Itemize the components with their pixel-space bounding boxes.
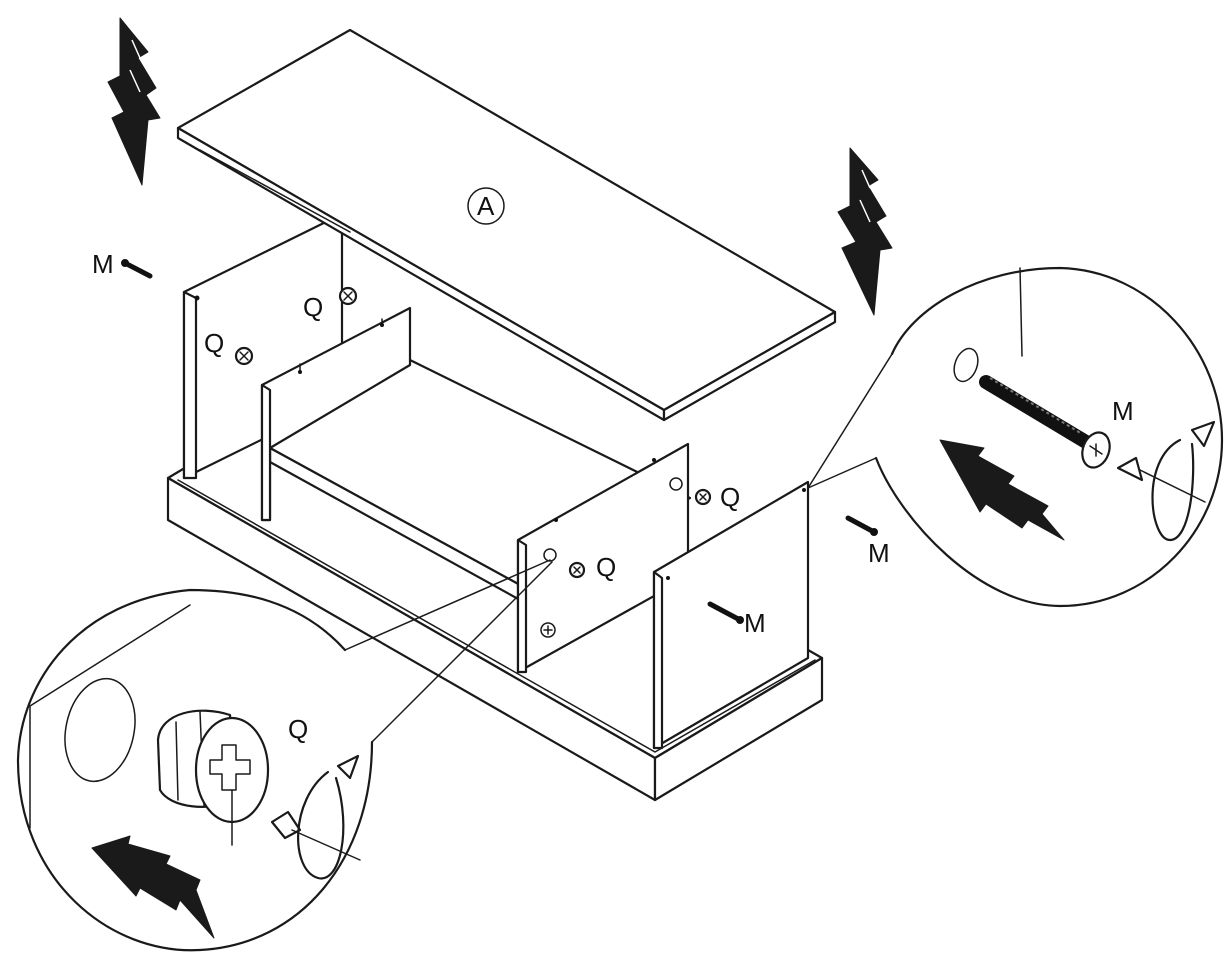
label-m-front: M: [744, 608, 766, 638]
cam-lock-q-right-lower: [568, 561, 586, 579]
zoom-circle-screw: M: [874, 266, 1224, 608]
label-m-left: M: [92, 249, 114, 279]
cam-lock-q-upper: [338, 286, 358, 306]
label-m-right-side: M: [868, 538, 890, 568]
panel-a-circle: [467, 187, 505, 225]
screw-m-right-side: [845, 515, 878, 536]
screw-m-front: [707, 601, 744, 624]
down-arrow-icon-right: [837, 147, 893, 316]
screw-m-left: [121, 259, 153, 279]
label-q-upper: Q: [303, 292, 323, 322]
label-m-zoom: M: [1112, 396, 1134, 426]
left-divider-panel: [260, 306, 412, 522]
panel-a-label: A: [477, 191, 495, 221]
leader-lines: [344, 353, 893, 743]
down-arrow-icon-left: [107, 17, 161, 186]
label-q-left: Q: [204, 328, 224, 358]
label-q-right-upper: Q: [720, 482, 740, 512]
cam-lock-q-left: [234, 346, 254, 366]
label-q-right-lower: Q: [596, 552, 616, 582]
label-q-zoom: Q: [288, 714, 308, 744]
zoom-circle-cam-lock: Q: [16, 588, 374, 952]
top-panel-a: [176, 28, 837, 422]
cam-lock-q-right-upper: [694, 488, 712, 506]
